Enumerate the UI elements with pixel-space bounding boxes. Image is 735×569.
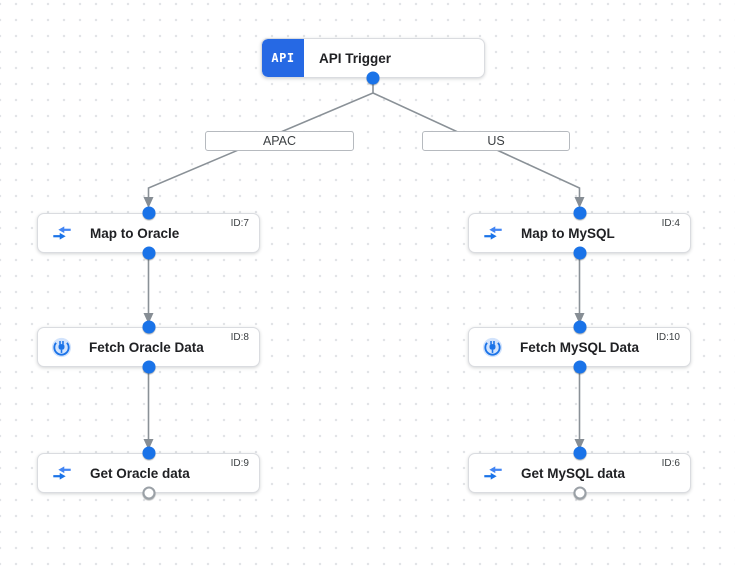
connection-point[interactable]: [366, 71, 380, 85]
data-mapping-icon: [482, 222, 504, 244]
arrowhead-icon: [143, 439, 154, 450]
node-title: Fetch MySQL Data: [520, 339, 640, 355]
edge-trigger-us: [372, 92, 581, 199]
connection-point[interactable]: [142, 246, 155, 260]
connection-point[interactable]: [142, 446, 155, 460]
node-id-badge: ID:4: [661, 218, 680, 229]
node-fetch-oracle-data[interactable]: Fetch Oracle Data ID:8: [37, 327, 260, 367]
node-title: Map to Oracle: [90, 225, 180, 241]
edge-label-apac[interactable]: APAC: [205, 131, 354, 151]
node-id-badge: ID:6: [661, 458, 680, 469]
arrowhead-icon: [574, 439, 585, 450]
node-title: Fetch Oracle Data: [89, 339, 204, 355]
api-badge-icon: API: [262, 39, 304, 77]
connection-point[interactable]: [142, 360, 155, 374]
arrowhead-icon: [574, 197, 585, 208]
connection-point-open[interactable]: [142, 486, 155, 500]
node-title: API Trigger: [319, 50, 392, 66]
node-title: Get MySQL data: [521, 465, 626, 481]
node-api-trigger[interactable]: API API Trigger: [261, 38, 485, 78]
node-map-to-oracle[interactable]: Map to Oracle ID:7: [37, 213, 260, 253]
connection-point[interactable]: [573, 446, 586, 460]
connection-point[interactable]: [142, 206, 155, 220]
node-id-badge: ID:9: [230, 458, 249, 469]
connector-icon: [482, 337, 503, 358]
edge-label-us[interactable]: US: [422, 131, 570, 151]
arrowhead-icon: [143, 197, 154, 208]
node-title: Map to MySQL: [521, 225, 615, 241]
data-mapping-icon: [51, 222, 73, 244]
connection-point[interactable]: [573, 320, 586, 334]
node-title: Get Oracle data: [90, 465, 190, 481]
connector-icon: [51, 337, 72, 358]
arrowhead-icon: [574, 313, 585, 324]
connection-point[interactable]: [573, 206, 586, 220]
connection-point[interactable]: [573, 360, 586, 374]
data-mapping-icon: [482, 462, 504, 484]
edge-arrowheads: [143, 197, 585, 450]
connection-point-open[interactable]: [573, 486, 586, 500]
connection-point[interactable]: [142, 320, 155, 334]
node-id-badge: ID:8: [230, 332, 249, 343]
data-mapping-icon: [51, 462, 73, 484]
arrowhead-icon: [143, 313, 154, 324]
node-id-badge: ID:7: [230, 218, 249, 229]
connection-point[interactable]: [573, 246, 586, 260]
node-id-badge: ID:10: [656, 332, 680, 343]
